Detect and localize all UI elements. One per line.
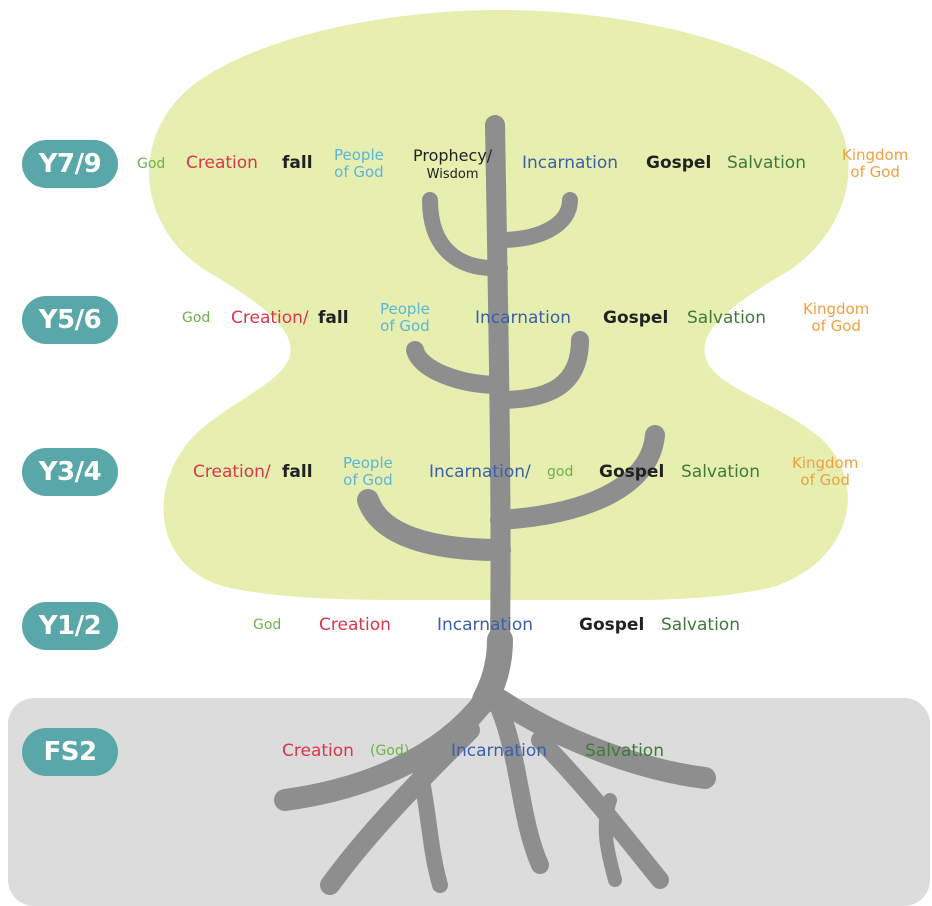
fs2-god: (God) bbox=[370, 744, 409, 758]
y56-salvation: Salvation bbox=[687, 310, 766, 327]
y12-salvation: Salvation bbox=[661, 617, 740, 634]
y34-gospel: Gospel bbox=[599, 464, 664, 481]
y79-incarnation: Incarnation bbox=[522, 155, 618, 172]
y56-people-line1: People bbox=[380, 300, 430, 318]
y56-kingdom-line2: of God bbox=[811, 317, 861, 335]
y34-incarnation: Incarnation/ bbox=[429, 464, 531, 481]
y79-prophecy-wisdom: Prophecy/ Wisdom bbox=[413, 147, 492, 183]
y34-people-line2: of God bbox=[343, 471, 393, 489]
y34-kingdom-of-god: Kingdom of God bbox=[792, 455, 858, 489]
row-label-y12: Y1/2 bbox=[22, 602, 118, 650]
y79-creation: Creation bbox=[186, 155, 258, 172]
y34-fall: fall bbox=[282, 464, 313, 481]
fs2-creation: Creation bbox=[282, 743, 354, 760]
fs2-salvation: Salvation bbox=[585, 743, 664, 760]
y34-people-line1: People bbox=[343, 454, 393, 472]
y79-salvation: Salvation bbox=[727, 155, 806, 172]
y34-kingdom-line2: of God bbox=[800, 471, 850, 489]
y12-incarnation: Incarnation bbox=[437, 617, 533, 634]
row-label-y79: Y7/9 bbox=[22, 140, 118, 188]
y34-creation: Creation/ bbox=[193, 464, 271, 481]
y79-people-line2: of God bbox=[334, 163, 384, 181]
y79-fall: fall bbox=[282, 155, 313, 172]
y56-people-of-god: People of God bbox=[380, 301, 430, 335]
y56-god: God bbox=[182, 311, 210, 325]
y34-kingdom-line1: Kingdom bbox=[792, 454, 858, 472]
y56-kingdom-line1: Kingdom bbox=[803, 300, 869, 318]
y79-prophecy-line2: Wisdom bbox=[427, 167, 479, 182]
y79-kingdom-line2: of God bbox=[850, 163, 900, 181]
y12-gospel: Gospel bbox=[579, 617, 644, 634]
y12-god: God bbox=[253, 618, 281, 632]
y56-incarnation: Incarnation bbox=[475, 310, 571, 327]
y79-prophecy-line1: Prophecy/ bbox=[413, 146, 492, 165]
y79-people-line1: People bbox=[334, 146, 384, 164]
y79-gospel: Gospel bbox=[646, 155, 711, 172]
y56-fall: fall bbox=[318, 310, 349, 327]
y56-people-line2: of God bbox=[380, 317, 430, 335]
y79-kingdom-of-god: Kingdom of God bbox=[842, 147, 908, 181]
y12-creation: Creation bbox=[319, 617, 391, 634]
row-label-y34: Y3/4 bbox=[22, 448, 118, 496]
row-label-fs2: FS2 bbox=[22, 728, 118, 776]
row-label-y56: Y5/6 bbox=[22, 296, 118, 344]
y79-kingdom-line1: Kingdom bbox=[842, 146, 908, 164]
fs2-incarnation: Incarnation bbox=[451, 743, 547, 760]
y34-people-of-god: People of God bbox=[343, 455, 393, 489]
y34-god: god bbox=[547, 465, 573, 479]
y56-gospel: Gospel bbox=[603, 310, 668, 327]
y79-god: God bbox=[137, 157, 165, 171]
y79-people-of-god: People of God bbox=[334, 147, 384, 181]
y56-creation: Creation/ bbox=[231, 310, 309, 327]
y34-salvation: Salvation bbox=[681, 464, 760, 481]
y56-kingdom-of-god: Kingdom of God bbox=[803, 301, 869, 335]
